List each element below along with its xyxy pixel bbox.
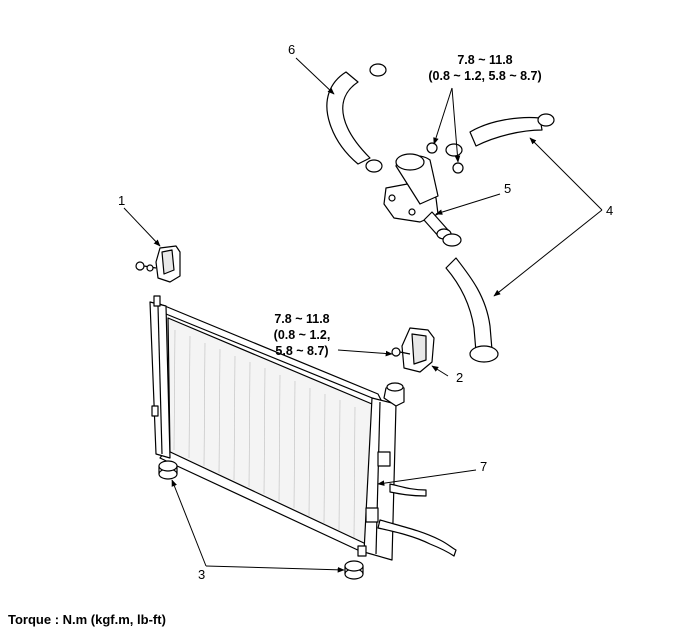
- leader-4b: [493, 209, 603, 297]
- leader-6: [295, 57, 335, 95]
- callout-1: 1: [118, 193, 126, 208]
- thermostat-housing: [383, 142, 464, 247]
- callout-6: 6: [288, 42, 296, 57]
- leader-1: [123, 207, 161, 247]
- leader-torque-mid: [337, 349, 393, 357]
- leader-2: [431, 365, 449, 377]
- torque-conversion-line-2: 5.8 ~ 8.7): [275, 344, 329, 358]
- lower-hose: [445, 113, 555, 363]
- leader-torque-top-b: [451, 87, 461, 163]
- leader-torque-top-a: [433, 87, 453, 145]
- torque-value-line: 7.8 ~ 11.8: [457, 53, 513, 67]
- torque-spec-bracket: 7.8 ~ 11.8 (0.8 ~ 1.2, 5.8 ~ 8.7): [262, 311, 342, 359]
- torque-spec-thermostat: 7.8 ~ 11.8 (0.8 ~ 1.2, 5.8 ~ 8.7): [410, 52, 560, 84]
- leader-7: [377, 469, 477, 486]
- callout-7: 7: [480, 459, 488, 474]
- upper-mount-bracket-left: [135, 245, 181, 283]
- leader-lines: [123, 57, 603, 573]
- leader-3b: [205, 565, 345, 573]
- callout-5: 5: [504, 181, 512, 196]
- upper-hose: [326, 63, 387, 173]
- upper-mount-bracket-right: [391, 327, 435, 373]
- leader-3a: [171, 479, 207, 567]
- callout-3: 3: [198, 567, 206, 582]
- torque-value-line: 7.8 ~ 11.8: [274, 312, 330, 326]
- radiator: [149, 295, 457, 561]
- torque-conversion-line: (0.8 ~ 1.2, 5.8 ~ 8.7): [428, 69, 542, 83]
- callout-2: 2: [456, 370, 464, 385]
- leader-4a: [529, 137, 603, 211]
- leader-5: [435, 193, 501, 215]
- torque-conversion-line: (0.8 ~ 1.2,: [273, 328, 331, 342]
- callout-4: 4: [606, 203, 614, 218]
- lower-mount-insulators: [158, 460, 364, 580]
- torque-unit-note: Torque : N.m (kgf.m, lb-ft): [8, 612, 166, 627]
